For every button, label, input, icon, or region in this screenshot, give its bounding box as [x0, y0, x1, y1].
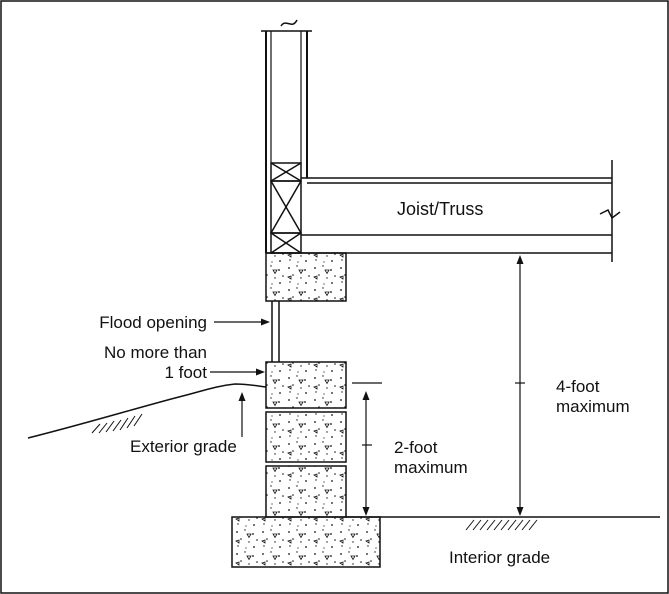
- joist-label: Joist/Truss: [397, 199, 484, 219]
- sill-block: [265, 252, 347, 302]
- four-foot-dimension: [515, 255, 525, 516]
- interior-grade-label: Interior grade: [449, 548, 551, 567]
- flood-opening: [271, 301, 280, 362]
- exterior-grade-line: [27, 383, 267, 439]
- one-foot-label: 1 foot: [164, 363, 207, 382]
- foundation-block-1: [265, 361, 347, 409]
- interior-grade-hatch: [465, 519, 538, 531]
- wall-studs: [261, 19, 312, 253]
- exterior-grade-hatch: [91, 413, 143, 434]
- blocking: [270, 162, 302, 254]
- foundation-block-2: [265, 411, 347, 463]
- leader-arrows: [210, 318, 270, 437]
- two-foot-label: 2-foot: [394, 438, 438, 457]
- two-foot-dimension: [352, 382, 382, 516]
- flood-opening-label: Flood opening: [99, 313, 207, 332]
- no-more-than-label: No more than: [104, 343, 207, 362]
- two-foot-maximum-label: maximum: [394, 458, 468, 477]
- foundation-block-3: [265, 465, 347, 518]
- exterior-grade-label: Exterior grade: [130, 437, 237, 456]
- four-foot-label: 4-foot: [556, 377, 600, 396]
- footing: [231, 516, 381, 568]
- four-foot-maximum-label: maximum: [556, 397, 630, 416]
